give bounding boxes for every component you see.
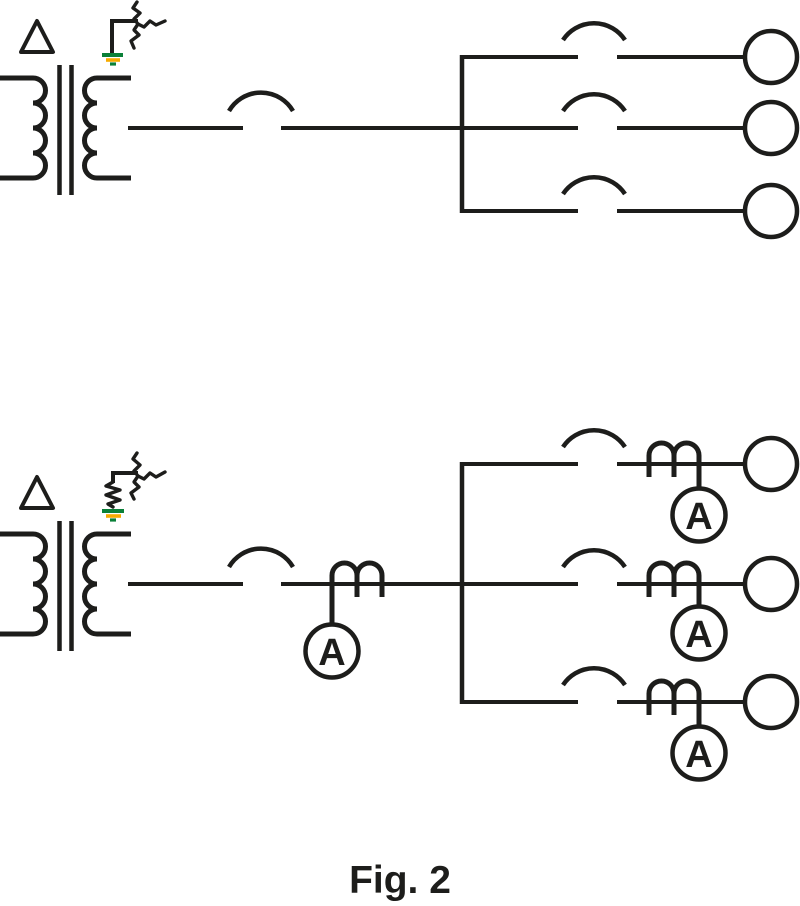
earth-ground-icon xyxy=(102,19,138,66)
ammeter-circle xyxy=(670,486,728,544)
transformer-icon xyxy=(0,65,131,195)
neutral-resistor-icon xyxy=(104,471,138,509)
secondary-winding xyxy=(82,75,131,181)
core-lines xyxy=(57,65,74,195)
bottom-circuit: A A A A xyxy=(0,428,800,782)
current-transformer-icon xyxy=(646,440,702,489)
breaker-icon xyxy=(561,666,627,687)
wye-winding-icon xyxy=(129,0,167,50)
delta-winding-icon xyxy=(19,19,55,54)
breaker-icon xyxy=(561,92,627,113)
current-transformer-icon xyxy=(329,560,385,625)
ammeter-label: A xyxy=(685,614,712,656)
breaker-icon xyxy=(561,548,627,569)
top-circuit xyxy=(0,0,800,240)
feeder-3 xyxy=(462,175,800,240)
transformer-icon xyxy=(0,521,131,651)
incomer-breaker-icon xyxy=(227,546,295,569)
current-transformer-icon xyxy=(646,560,702,607)
feeder-2 xyxy=(561,92,800,157)
ammeter-circle xyxy=(670,604,728,662)
feeder-1: A xyxy=(462,428,800,544)
load-circle xyxy=(742,435,800,493)
load-circle xyxy=(742,555,800,613)
incomer-breaker-icon xyxy=(227,90,295,113)
figure-caption: Fig. 2 xyxy=(349,859,451,902)
breaker-icon xyxy=(561,175,627,196)
ammeter-label: A xyxy=(685,496,712,538)
core-lines xyxy=(57,521,74,651)
breaker-icon xyxy=(561,428,627,449)
ammeter-label: A xyxy=(318,632,345,674)
breaker-icon xyxy=(561,21,627,42)
feeder-3: A xyxy=(462,666,800,782)
ammeter-circle xyxy=(303,622,361,680)
secondary-winding xyxy=(82,531,131,637)
primary-winding xyxy=(0,75,48,181)
load-circle xyxy=(742,182,800,240)
wye-winding-icon xyxy=(129,451,167,501)
primary-winding xyxy=(0,531,48,637)
feeder-1 xyxy=(462,21,800,86)
ammeter-circle xyxy=(670,724,728,782)
feeder-2: A xyxy=(561,548,800,662)
load-circle xyxy=(742,28,800,86)
earth-ground-icon xyxy=(102,509,124,522)
incomer-ct-ammeter: A xyxy=(303,560,385,680)
load-circle xyxy=(742,673,800,731)
ammeter-label: A xyxy=(685,734,712,776)
delta-winding-icon xyxy=(19,475,55,510)
load-circle xyxy=(742,99,800,157)
current-transformer-icon xyxy=(646,678,702,727)
